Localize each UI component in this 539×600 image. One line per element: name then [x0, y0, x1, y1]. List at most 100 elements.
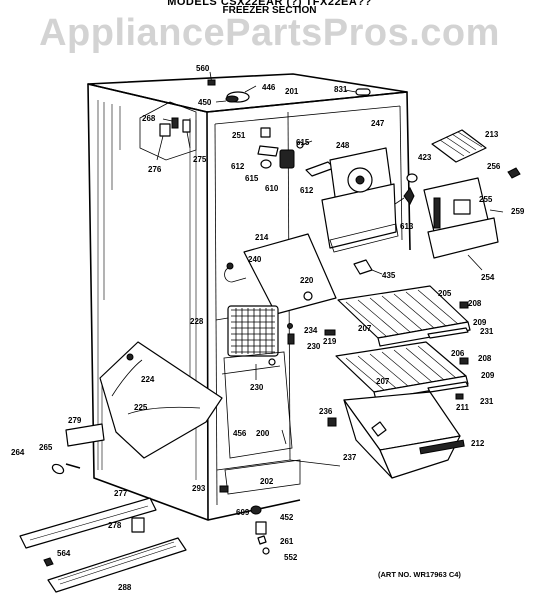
- shelf-rail-209b: [427, 381, 469, 393]
- callout-293: 293: [192, 484, 206, 493]
- door-liner-225: [99, 341, 223, 459]
- basket-stop-237-icon: [371, 421, 387, 437]
- upper-back-parts: [257, 127, 335, 177]
- callout-435: 435: [382, 271, 396, 280]
- liner-floor: [216, 459, 341, 471]
- bracket-275-icon: [182, 119, 191, 133]
- watermark: AppliancePartsPros.com: [39, 12, 500, 54]
- callout-209-top: 209: [473, 318, 487, 327]
- callout-277: 277: [114, 489, 128, 498]
- callout-276: 276: [148, 165, 162, 174]
- grommet-423-icon: [406, 173, 418, 183]
- callout-456: 456: [233, 429, 247, 438]
- bushing-264-icon: [51, 463, 65, 475]
- callout-248: 248: [336, 141, 350, 150]
- clip-256-icon: [507, 167, 521, 179]
- bracket-452-icon: [255, 521, 267, 535]
- damper-220-icon: [303, 291, 313, 301]
- callout-256: 256: [487, 162, 501, 171]
- callout-200: 200: [256, 429, 270, 438]
- screw-234-icon: [287, 323, 293, 329]
- fastener-615b-icon: [296, 141, 304, 149]
- grille-831-icon: [355, 88, 371, 96]
- ice-maker-parts: [406, 129, 521, 271]
- callout-237: 237: [343, 453, 357, 462]
- callout-212: 212: [471, 439, 485, 448]
- callout-230-right: 230: [307, 342, 321, 351]
- bracket-612a-icon: [257, 145, 279, 157]
- callout-452: 452: [280, 513, 294, 522]
- air-duct-214: [243, 233, 337, 315]
- callout-265: 265: [39, 443, 53, 452]
- callout-278: 278: [108, 521, 122, 530]
- callout-610: 610: [265, 184, 279, 193]
- thermostat-panel: [139, 101, 197, 161]
- shelf-clip-208a-icon: [459, 301, 469, 309]
- air-duct-parts: [224, 233, 383, 315]
- switch-268-icon: [171, 117, 179, 129]
- callout-214: 214: [255, 233, 269, 242]
- grille-288: [47, 537, 187, 593]
- fitting-224-icon: [126, 353, 134, 361]
- callout-564: 564: [57, 549, 71, 558]
- callout-208-top: 208: [468, 299, 482, 308]
- callout-275: 275: [193, 155, 207, 164]
- callout-450: 450: [198, 98, 212, 107]
- wire-harness-240: [224, 267, 247, 283]
- callout-207-top: 207: [358, 324, 372, 333]
- part-251-icon: [260, 127, 271, 138]
- callout-236: 236: [319, 407, 333, 416]
- callout-612-right: 612: [300, 186, 314, 195]
- callout-224: 224: [141, 375, 155, 384]
- liner-right: [399, 105, 403, 241]
- callout-240: 240: [248, 255, 262, 264]
- callout-552: 552: [284, 553, 298, 562]
- callout-255: 255: [479, 195, 493, 204]
- fastener-615a-icon: [260, 159, 272, 169]
- callout-264: 264: [11, 448, 25, 457]
- callout-615-top: 615: [296, 138, 310, 147]
- callout-259: 259: [511, 207, 525, 216]
- model-heading: MODELS CSX22EAR (?) TFX22EA??: [167, 0, 372, 8]
- callout-228: 228: [190, 317, 204, 326]
- fan-cover-panel: [321, 183, 397, 249]
- shelf-clip-208b-icon: [459, 357, 469, 365]
- shelf-support-219-icon: [324, 329, 336, 336]
- callout-831: 831: [334, 85, 348, 94]
- evaporator-coil-228: [215, 305, 295, 357]
- liner-top: [214, 105, 401, 125]
- callout-247: 247: [371, 119, 385, 128]
- liner-left: [214, 123, 218, 506]
- screw-564-icon: [43, 557, 54, 567]
- callout-225: 225: [134, 403, 148, 412]
- clip-231b-icon: [455, 393, 464, 400]
- roller-261-icon: [257, 535, 267, 545]
- hinge-279: [65, 423, 105, 447]
- callout-208-bottom: 208: [478, 354, 492, 363]
- control-knob-450-icon: [225, 95, 239, 103]
- callout-231-bottom: 231: [480, 397, 494, 406]
- callout-609: 609: [236, 508, 250, 517]
- callout-labels: 560 446 450 201 831 268 275 276 251 615 …: [11, 64, 525, 592]
- upper-shelf-front-207: [377, 321, 471, 347]
- section-heading: FREEZER SECTION: [222, 5, 317, 16]
- callout-230-bottom: 230: [250, 383, 264, 392]
- callout-201: 201: [285, 87, 299, 96]
- callout-560: 560: [196, 64, 210, 73]
- thermostat-276-icon: [159, 123, 171, 137]
- callout-202: 202: [260, 477, 274, 486]
- callout-205: 205: [438, 289, 452, 298]
- callout-279: 279: [68, 416, 82, 425]
- bottom-hardware: [19, 485, 270, 593]
- callout-209-bottom: 209: [481, 371, 495, 380]
- callout-612-left: 612: [231, 162, 245, 171]
- callout-231-top: 231: [480, 327, 494, 336]
- pin-265: [65, 463, 81, 469]
- switch-610-icon: [279, 149, 295, 169]
- fan-cover-lip: [329, 223, 399, 253]
- leveler-609-icon: [250, 505, 262, 515]
- callout-261: 261: [280, 537, 294, 546]
- callout-268: 268: [142, 114, 156, 123]
- bracket-278-icon: [131, 517, 145, 533]
